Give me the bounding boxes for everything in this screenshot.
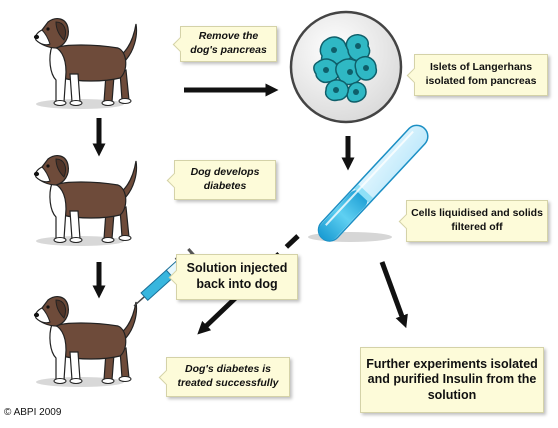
dog-icon [33,155,138,247]
dog-icon [33,18,138,110]
cells-icon [289,10,403,124]
callout-solution-injected: Solution injected back into dog [168,254,298,300]
copyright-label: © ABPI 2009 [4,407,62,418]
test-tube-icon [308,124,429,242]
callout-islets: Islets of Langerhans isolated fom pancre… [406,54,548,96]
callout-remove-pancreas: Remove the dog's pancreas [172,26,277,62]
callout-further-experiments: Further experiments isolated and purifie… [360,347,544,413]
callout-dog-develops-diabetes: Dog develops diabetes [166,160,276,200]
dog-icon [33,296,138,388]
callout-diabetes-treated: Dog's diabetes is treated successfully [158,357,290,397]
callout-cells-liquidised: Cells liquidised and solids filtered off [398,200,548,242]
